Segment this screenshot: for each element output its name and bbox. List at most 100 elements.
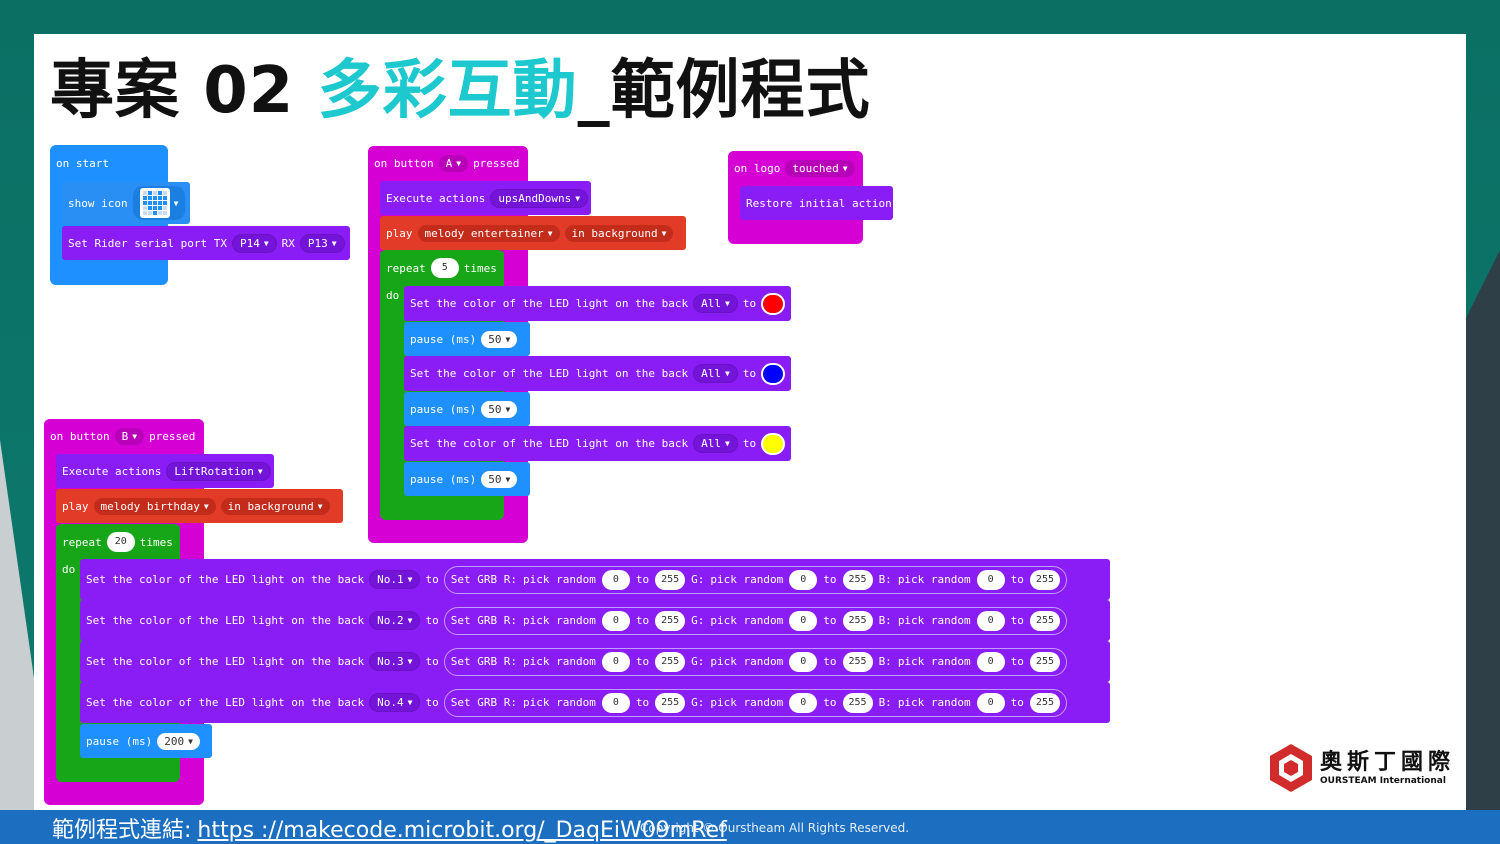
pick-random-label: pick random xyxy=(710,573,784,586)
on-start-label: on start xyxy=(56,156,109,170)
button-dropdown[interactable]: B▼ xyxy=(114,427,145,445)
pick-random-label: pick random xyxy=(710,614,784,627)
max-input[interactable]: 255 xyxy=(655,692,686,713)
repeat-block[interactable]: repeat 5 times xyxy=(380,251,504,285)
min-input[interactable]: 0 xyxy=(789,610,818,631)
min-input[interactable]: 0 xyxy=(976,569,1005,590)
restore-block[interactable]: Restore initial action xyxy=(740,186,893,220)
pause-block[interactable]: pause (ms) 50▼ xyxy=(404,322,530,356)
repeat-label: times xyxy=(463,261,497,275)
repeat-count[interactable]: 5 xyxy=(430,258,459,278)
max-input[interactable]: 255 xyxy=(842,651,873,672)
grb-block[interactable]: Set GRB R: pick random 0 to 255 G: pick … xyxy=(443,647,1067,676)
color-swatch[interactable] xyxy=(761,362,785,385)
set-led-block[interactable]: Set the color of the LED light on the ba… xyxy=(404,426,791,461)
led-label: Set the color of the LED light on the ba… xyxy=(86,696,365,709)
grb-block[interactable]: Set GRB R: pick random 0 to 255 G: pick … xyxy=(443,606,1067,635)
set-led-grb-block[interactable]: Set the color of the LED light on the ba… xyxy=(80,600,1110,641)
play-melody-block[interactable]: play melody entertainer▼ in background▼ xyxy=(380,216,686,250)
do-label: do xyxy=(386,288,400,302)
target-dropdown[interactable]: All▼ xyxy=(693,294,738,313)
pause-dropdown[interactable]: 50▼ xyxy=(481,470,518,488)
to-label: to xyxy=(635,614,650,627)
chevron-down-icon: ▼ xyxy=(505,474,511,484)
color-swatch[interactable] xyxy=(761,292,785,315)
to-label: to xyxy=(425,573,439,586)
actions-dropdown[interactable]: upsAndDowns▼ xyxy=(490,188,589,208)
min-input[interactable]: 0 xyxy=(976,651,1005,672)
max-input[interactable]: 255 xyxy=(655,651,686,672)
hat-label: pressed xyxy=(473,156,520,170)
background-dropdown[interactable]: in background▼ xyxy=(564,224,674,242)
max-input[interactable]: 255 xyxy=(1029,569,1060,590)
pause-dropdown[interactable]: 200▼ xyxy=(157,732,200,750)
repeat-count[interactable]: 20 xyxy=(106,532,135,552)
pause-dropdown[interactable]: 50▼ xyxy=(481,330,518,348)
min-input[interactable]: 0 xyxy=(789,651,818,672)
pause-block[interactable]: pause (ms) 200▼ xyxy=(80,724,212,758)
min-input[interactable]: 0 xyxy=(976,692,1005,713)
set-led-grb-block[interactable]: Set the color of the LED light on the ba… xyxy=(80,682,1110,723)
set-led-block[interactable]: Set the color of the LED light on the ba… xyxy=(404,286,791,321)
execute-actions-block[interactable]: Execute actions upsAndDowns▼ xyxy=(380,181,591,215)
icon-dropdown[interactable]: ▼ xyxy=(132,186,186,220)
chevron-down-icon: ▼ xyxy=(317,501,323,511)
target-dropdown[interactable]: No.3▼ xyxy=(369,652,421,671)
on-button-a-block[interactable]: on button A▼ pressed xyxy=(368,146,528,180)
channel-label: G: xyxy=(691,573,705,586)
min-input[interactable]: 0 xyxy=(601,692,630,713)
max-input[interactable]: 255 xyxy=(1029,692,1060,713)
max-input[interactable]: 255 xyxy=(655,610,686,631)
max-input[interactable]: 255 xyxy=(1029,651,1060,672)
pause-label: pause (ms) xyxy=(410,472,477,486)
min-input[interactable]: 0 xyxy=(601,651,630,672)
max-input[interactable]: 255 xyxy=(842,692,873,713)
example-link[interactable]: https ://makecode.microbit.org/_DaqEiW09… xyxy=(197,818,727,843)
actions-dropdown[interactable]: LiftRotation▼ xyxy=(166,461,271,481)
target-dropdown[interactable]: All▼ xyxy=(693,364,738,383)
tx-dropdown[interactable]: P14▼ xyxy=(231,233,277,253)
on-start-block[interactable]: on start xyxy=(50,146,168,180)
logo-event-dropdown[interactable]: touched▼ xyxy=(785,159,855,177)
on-button-b-block[interactable]: on button B▼ pressed xyxy=(44,419,204,453)
chevron-down-icon: ▼ xyxy=(725,299,730,308)
grb-block[interactable]: Set GRB R: pick random 0 to 255 G: pick … xyxy=(443,688,1067,717)
min-input[interactable]: 0 xyxy=(601,569,630,590)
title-prefix: 專案 02 xyxy=(50,54,318,128)
pause-block[interactable]: pause (ms) 50▼ xyxy=(404,462,530,496)
show-icon-block[interactable]: show icon ▼ xyxy=(62,182,190,224)
max-input[interactable]: 255 xyxy=(1029,610,1060,631)
to-label: to xyxy=(823,573,837,586)
melody-dropdown[interactable]: melody entertainer▼ xyxy=(417,224,560,242)
max-input[interactable]: 255 xyxy=(842,569,873,590)
min-input[interactable]: 0 xyxy=(601,610,630,631)
max-input[interactable]: 255 xyxy=(842,610,873,631)
target-dropdown[interactable]: All▼ xyxy=(693,434,738,453)
target-dropdown[interactable]: No.1▼ xyxy=(369,570,421,589)
color-swatch[interactable] xyxy=(761,432,785,455)
min-input[interactable]: 0 xyxy=(976,610,1005,631)
set-led-grb-block[interactable]: Set the color of the LED light on the ba… xyxy=(80,559,1110,600)
do-label: do xyxy=(62,562,76,576)
play-melody-block[interactable]: play melody birthday▼ in background▼ xyxy=(56,489,343,523)
execute-actions-block[interactable]: Execute actions LiftRotation▼ xyxy=(56,454,274,488)
set-led-grb-block[interactable]: Set the color of the LED light on the ba… xyxy=(80,641,1110,682)
target-dropdown[interactable]: No.4▼ xyxy=(369,693,421,712)
min-input[interactable]: 0 xyxy=(789,692,818,713)
min-input[interactable]: 0 xyxy=(789,569,818,590)
background-dropdown[interactable]: in background▼ xyxy=(220,497,330,515)
pause-block[interactable]: pause (ms) 50▼ xyxy=(404,392,530,426)
led-label: Set the color of the LED light on the ba… xyxy=(410,437,689,450)
chevron-down-icon: ▼ xyxy=(188,736,193,746)
repeat-block[interactable]: repeat 20 times xyxy=(56,525,180,559)
on-logo-block[interactable]: on logo touched▼ xyxy=(728,151,863,185)
target-dropdown[interactable]: No.2▼ xyxy=(369,611,421,630)
rx-dropdown[interactable]: P13▼ xyxy=(299,233,345,253)
button-dropdown[interactable]: A▼ xyxy=(438,154,469,172)
grb-block[interactable]: Set GRB R: pick random 0 to 255 G: pick … xyxy=(443,565,1067,594)
serial-port-block[interactable]: Set Rider serial port TX P14▼ RX P13▼ xyxy=(62,226,350,260)
pause-dropdown[interactable]: 50▼ xyxy=(481,400,518,418)
max-input[interactable]: 255 xyxy=(655,569,686,590)
set-led-block[interactable]: Set the color of the LED light on the ba… xyxy=(404,356,791,391)
melody-dropdown[interactable]: melody birthday▼ xyxy=(93,497,216,515)
